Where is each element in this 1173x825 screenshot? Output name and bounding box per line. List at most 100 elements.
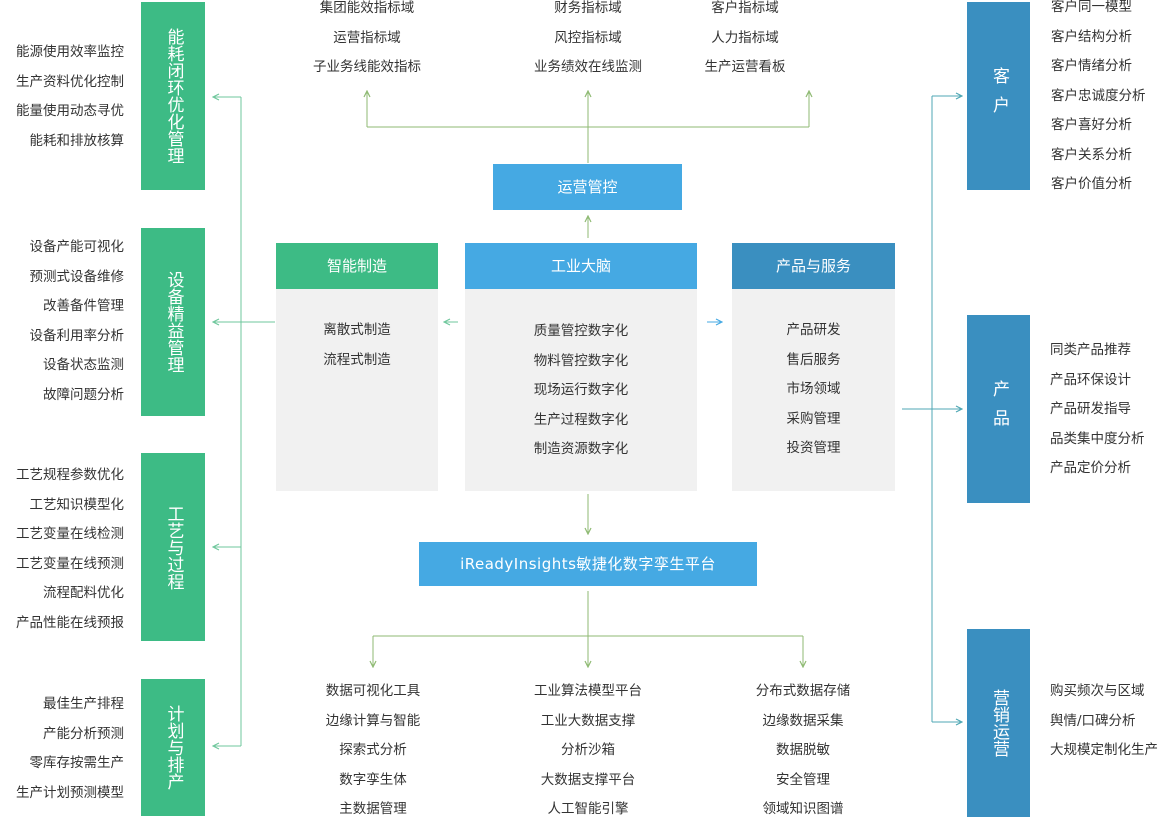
list-item: 工艺规程参数优化 <box>16 467 124 483</box>
panel-items: 产品研发 售后服务 市场领域 采购管理 投资管理 <box>732 316 895 464</box>
panel-product-service: 产品与服务 产品研发 售后服务 市场领域 采购管理 投资管理 <box>732 243 895 491</box>
list-item: 人力指标域 <box>711 29 779 46</box>
block-product: 产品 <box>967 315 1030 503</box>
block-title: 客户 <box>989 67 1009 125</box>
list-item: 流程配料优化 <box>43 585 124 601</box>
block-equipment: 设备精益管理 <box>141 228 205 416</box>
planning-items: 最佳生产排程 产能分析预测 零库存按需生产 生产计划预测模型 <box>0 690 124 808</box>
marketing-items: 购买频次与区域 舆情/口碑分析 大规模定制化生产 <box>1050 677 1158 766</box>
list-item: 风控指标域 <box>554 29 622 46</box>
panel-title: 工业大脑 <box>465 243 697 289</box>
panel-title: 智能制造 <box>276 243 438 289</box>
block-title: 工艺与过程 <box>163 504 184 590</box>
energy-items: 能源使用效率监控 生产资料优化控制 能量使用动态寻优 能耗和排放核算 <box>0 38 124 156</box>
process-items: 工艺规程参数优化 工艺知识模型化 工艺变量在线检测 工艺变量在线预测 流程配料优… <box>0 461 124 638</box>
list-item: 设备状态监测 <box>43 357 124 373</box>
panel-items: 质量管控数字化 物料管控数字化 现场运行数字化 生产过程数字化 制造资源数字化 <box>465 317 697 465</box>
list-item: 同类产品推荐 <box>1050 342 1131 358</box>
list-item: 现场运行数字化 <box>533 382 629 398</box>
list-item: 子业务线能效指标 <box>313 59 421 75</box>
list-item: 客户忠诚度分析 <box>1051 87 1146 104</box>
block-title: 计划与排产 <box>163 705 184 790</box>
list-item: 预测式设备维修 <box>29 268 125 285</box>
list-item: 探索式分析 <box>339 742 407 758</box>
list-item: 数据脱敏 <box>776 742 830 758</box>
list-item: 制造资源数字化 <box>533 441 629 457</box>
list-item: 改善备件管理 <box>43 298 124 314</box>
list-item: 流程式制造 <box>323 351 391 368</box>
list-item: 客户结构分析 <box>1051 28 1132 45</box>
list-item: 生产资料优化控制 <box>16 73 124 90</box>
list-item: 客户关系分析 <box>1051 146 1132 163</box>
customer-items: 客户同一模型 客户结构分析 客户情绪分析 客户忠诚度分析 客户喜好分析 客户关系… <box>1051 0 1146 200</box>
list-item: 运营指标域 <box>333 29 401 46</box>
bottom-col-3: 分布式数据存储 边缘数据采集 数据脱敏 安全管理 领域知识图谱 <box>728 677 878 825</box>
block-customer: 客户 <box>967 2 1030 190</box>
list-item: 领域知识图谱 <box>762 801 844 817</box>
list-item: 生产过程数字化 <box>533 411 629 428</box>
list-item: 市场领域 <box>786 381 841 397</box>
bottom-col-2: 工业算法模型平台 工业大数据支撑 分析沙箱 大数据支撑平台 人工智能引擎 <box>513 677 663 825</box>
ops-control-box: 运营管控 <box>493 164 682 210</box>
list-item: 集团能效指标域 <box>319 0 415 16</box>
list-item: 物料管控数字化 <box>533 352 629 369</box>
list-item: 故障问题分析 <box>43 386 124 403</box>
list-item: 客户价值分析 <box>1051 176 1132 192</box>
list-item: 大规模定制化生产 <box>1050 742 1158 758</box>
list-item: 边缘数据采集 <box>762 712 844 729</box>
list-item: 产品研发指导 <box>1050 401 1131 417</box>
block-process: 工艺与过程 <box>141 453 205 641</box>
list-item: 产能分析预测 <box>43 725 124 742</box>
list-item: 设备产能可视化 <box>29 239 125 255</box>
block-energy: 能耗闭环优化管理 <box>141 2 205 190</box>
top-col-2: 财务指标域 风控指标域 业务绩效在线监测 <box>513 0 663 83</box>
list-item: 生产计划预测模型 <box>16 784 124 801</box>
block-title: 营销运营 <box>989 689 1009 757</box>
block-title: 能耗闭环优化管理 <box>163 28 184 164</box>
list-item: 大数据支撑平台 <box>540 771 636 788</box>
list-item: 安全管理 <box>776 771 830 788</box>
list-item: 产品研发 <box>786 322 841 338</box>
list-item: 数字孪生体 <box>339 771 407 788</box>
list-item: 工艺知识模型化 <box>29 496 125 513</box>
list-item: 售后服务 <box>786 351 841 368</box>
list-item: 能源使用效率监控 <box>16 44 124 60</box>
panel-items: 离散式制造 流程式制造 <box>276 316 438 375</box>
block-planning: 计划与排产 <box>141 679 205 816</box>
list-item: 质量管控数字化 <box>533 323 629 339</box>
panel-title: 产品与服务 <box>732 243 895 289</box>
list-item: 数据可视化工具 <box>325 683 421 699</box>
list-item: 零库存按需生产 <box>29 755 125 771</box>
list-item: 能量使用动态寻优 <box>16 103 124 119</box>
top-col-3: 客户指标域 人力指标域 生产运营看板 <box>686 0 804 83</box>
equipment-items: 设备产能可视化 预测式设备维修 改善备件管理 设备利用率分析 设备状态监测 故障… <box>0 233 125 410</box>
left-connector <box>213 97 458 746</box>
panel-industrial-brain: 工业大脑 质量管控数字化 物料管控数字化 现场运行数字化 生产过程数字化 制造资… <box>465 243 697 491</box>
list-item: 舆情/口碑分析 <box>1050 712 1136 729</box>
list-item: 品类集中度分析 <box>1050 430 1145 447</box>
list-item: 客户喜好分析 <box>1051 117 1132 133</box>
block-title: 产品 <box>989 380 1009 438</box>
list-item: 分析沙箱 <box>561 742 615 758</box>
list-item: 产品环保设计 <box>1050 371 1131 388</box>
list-item: 工艺变量在线检测 <box>16 526 124 542</box>
list-item: 工艺变量在线预测 <box>16 555 124 572</box>
list-item: 购买频次与区域 <box>1050 683 1145 699</box>
right-connector <box>902 96 962 722</box>
list-item: 工业算法模型平台 <box>534 683 642 699</box>
list-item: 产品定价分析 <box>1050 460 1131 476</box>
list-item: 最佳生产排程 <box>43 696 124 712</box>
list-item: 设备利用率分析 <box>29 327 125 344</box>
list-item: 生产运营看板 <box>704 59 786 75</box>
list-item: 边缘计算与智能 <box>325 712 421 729</box>
list-item: 主数据管理 <box>339 801 407 817</box>
list-item: 人工智能引擎 <box>547 801 629 817</box>
list-item: 工业大数据支撑 <box>540 712 636 729</box>
list-item: 客户情绪分析 <box>1051 58 1132 74</box>
list-item: 离散式制造 <box>323 322 391 338</box>
panel-manufacturing: 智能制造 离散式制造 流程式制造 <box>276 243 438 491</box>
list-item: 投资管理 <box>786 440 841 456</box>
list-item: 分布式数据存储 <box>755 683 851 699</box>
list-item: 能耗和排放核算 <box>29 132 125 149</box>
